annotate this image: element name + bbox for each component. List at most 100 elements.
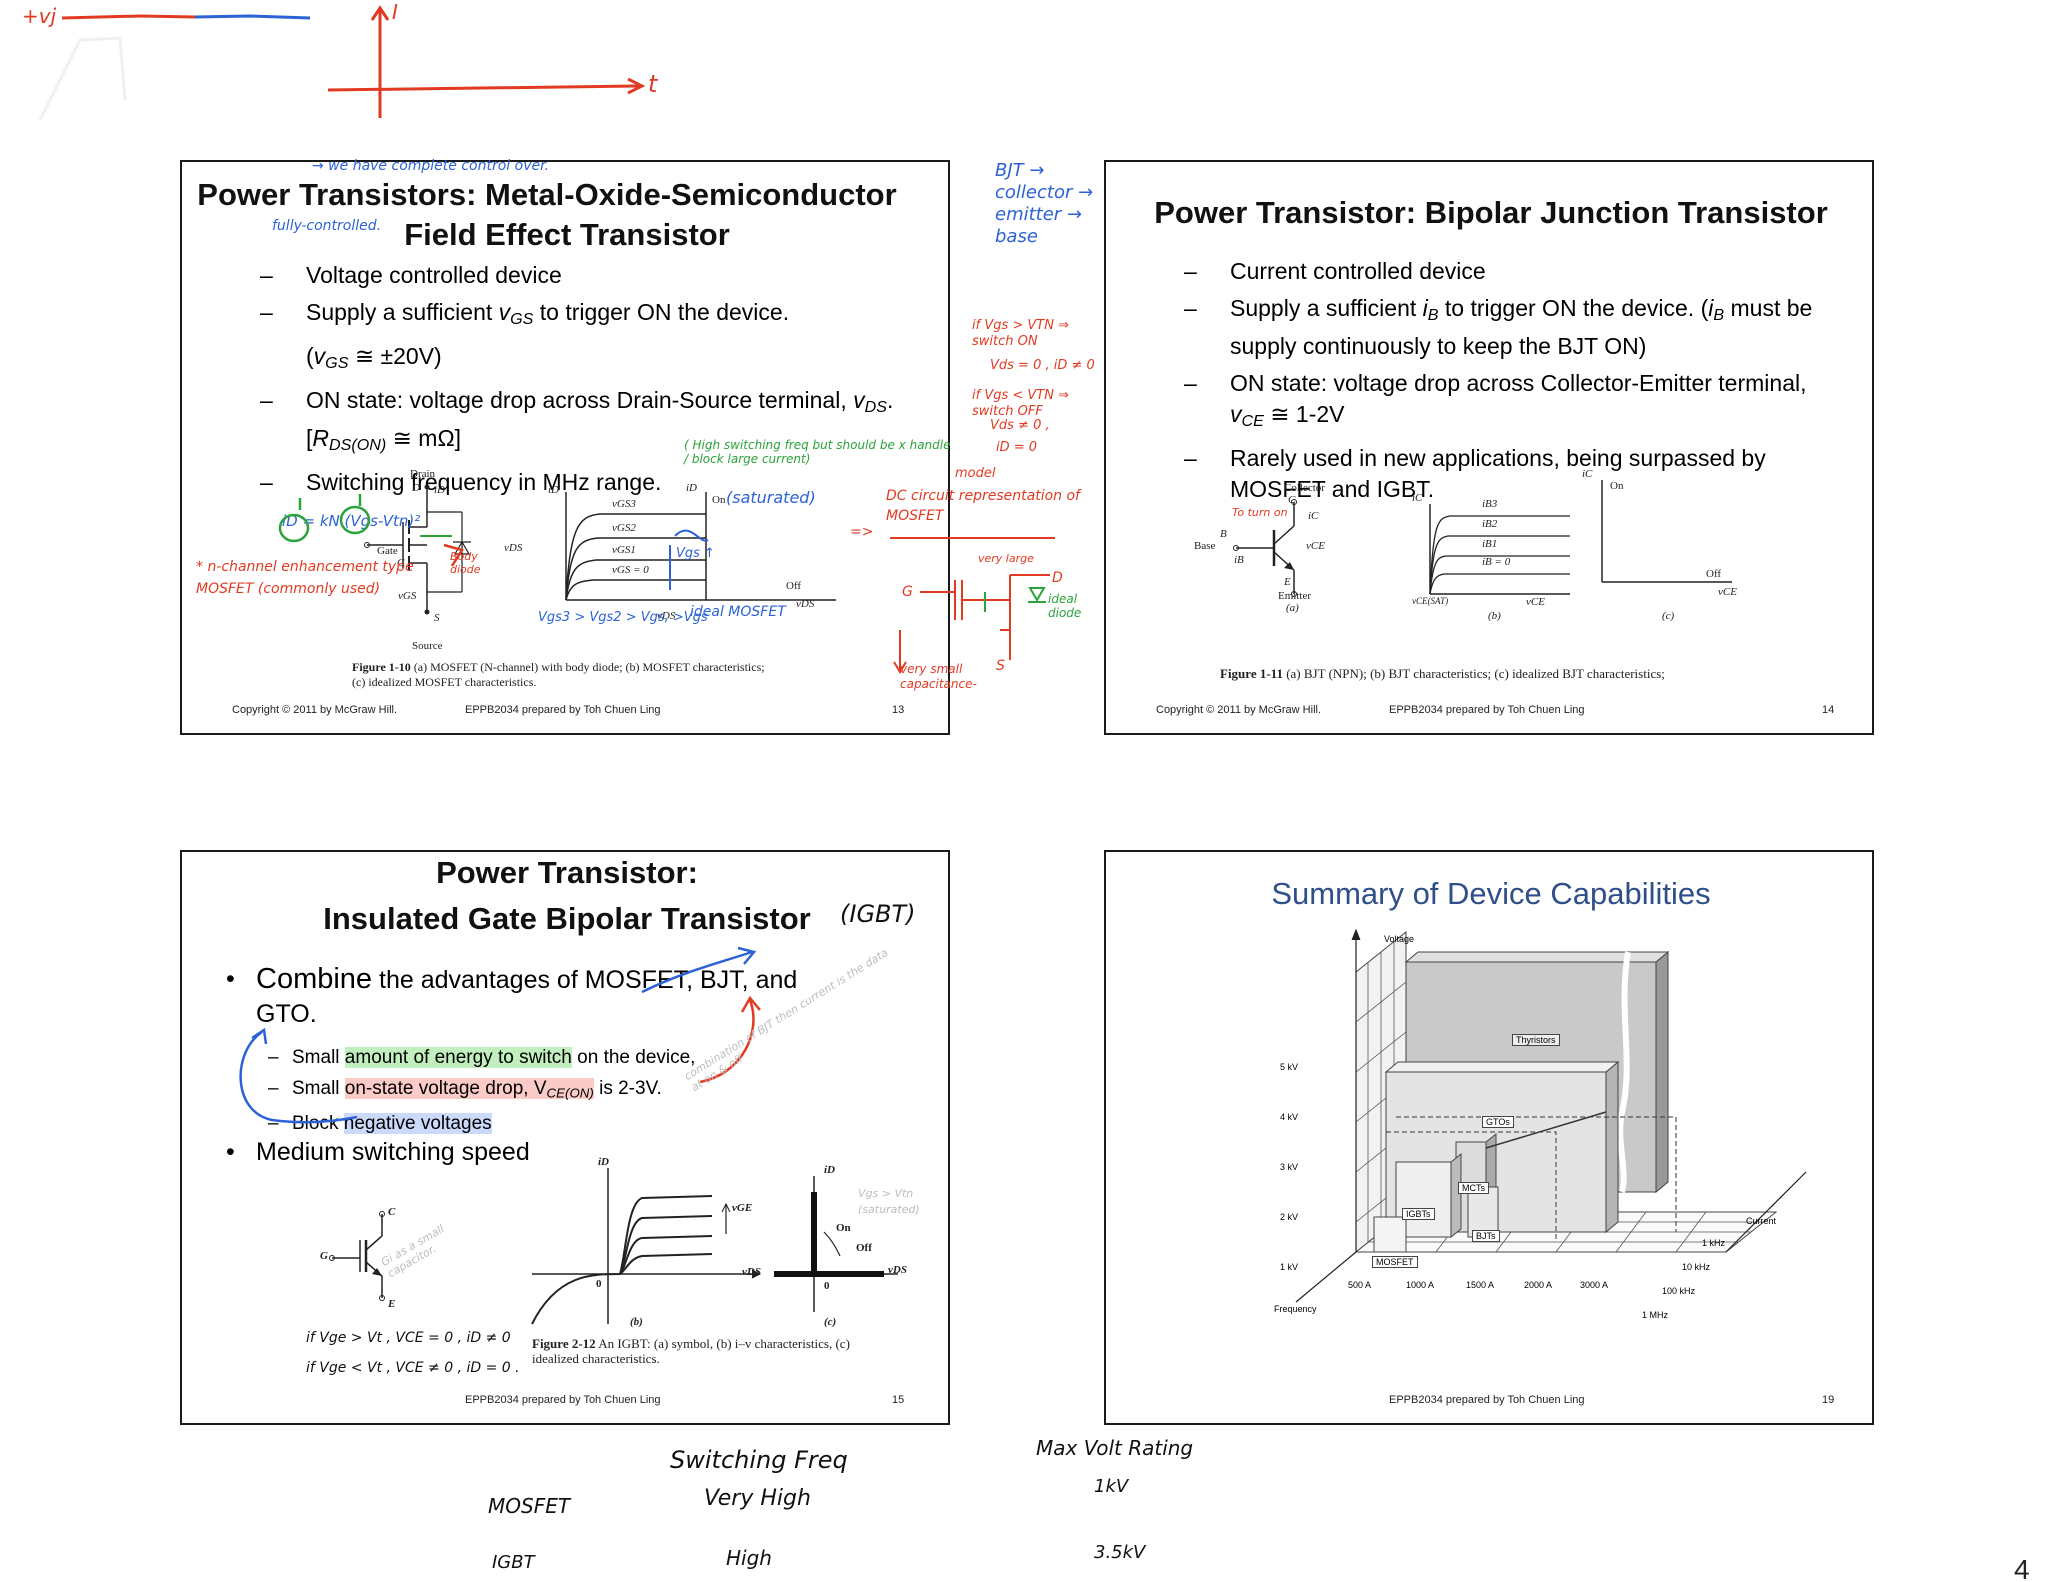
note-vgs-up: Vgs ↑ xyxy=(676,546,715,561)
bullet: –Switching frequency in MHz range. xyxy=(260,469,662,496)
igbt-bullet-combine: • Combine the advantages of MOSFET, BJT,… xyxy=(226,963,798,1028)
slide-19-prepared: EPPB2034 prepared by Toh Chuen Ling xyxy=(1389,1394,1585,1406)
igbt-annotation-arrows xyxy=(239,946,761,1124)
igbt-symbol-figure xyxy=(329,1211,385,1301)
note-high-switching: ( High switching freq but should be x ha… xyxy=(684,438,951,466)
freq-tick: 1 kHz xyxy=(1702,1238,1726,1248)
note-mosfet: MOSFET xyxy=(488,1494,571,1518)
axis-frequency: Frequency xyxy=(1274,1304,1317,1314)
note-very-large: very large xyxy=(978,552,1034,565)
note-igbt-on: if Vge > Vt , VCE = 0 , iD ≠ 0 xyxy=(306,1330,511,1346)
device-label: GTOs xyxy=(1482,1116,1514,1128)
label-c-vds: vDS xyxy=(888,1264,907,1276)
slide-13-bullets: –Voltage controlled device –Supply a suf… xyxy=(260,260,948,498)
label-vgs2: vGS2 xyxy=(612,522,636,534)
bjt-symbol-figure xyxy=(1233,499,1297,597)
label-zero-b: 0 xyxy=(596,1278,602,1290)
sub-bullet: –Block negative voltages xyxy=(268,1113,492,1135)
device-label: IGBTs xyxy=(1402,1208,1435,1220)
device-label: MCTs xyxy=(1458,1182,1489,1194)
igbt-sub-bullets: –Small amount of energy to switch on the… xyxy=(268,1042,828,1139)
label-b-vce: vCE xyxy=(1526,596,1545,608)
note-on-values: Vds = 0 , iD ≠ 0 xyxy=(990,358,1095,373)
label-b-id: iD xyxy=(598,1156,609,1168)
label-b-ic: iC xyxy=(1412,492,1423,504)
label-c-vce: vCE xyxy=(1718,586,1737,598)
axis-voltage: Voltage xyxy=(1384,934,1415,944)
note-complete-control: → we have complete control over. xyxy=(312,158,550,174)
current-tick: 2000 A xyxy=(1524,1280,1553,1290)
note-igbt: (IGBT) xyxy=(840,900,916,928)
bullet: –Voltage controlled device xyxy=(260,262,562,288)
voltage-tick: 5 kV xyxy=(1280,1062,1299,1072)
note-to-turn-on: To turn on xyxy=(1232,506,1288,519)
ideal-mosfet-plot xyxy=(705,492,836,601)
label-ib3: iB3 xyxy=(1482,498,1498,510)
slide-14-page-number: 14 xyxy=(1822,704,1835,716)
slide-19-page-number: 19 xyxy=(1822,1394,1835,1406)
label-base: Base xyxy=(1194,540,1216,552)
label-source: Source xyxy=(412,640,443,652)
note-very-high: Very High xyxy=(704,1486,811,1511)
label-b-vds: vDS xyxy=(657,610,676,622)
igbt-bullet-speed: •Medium switching speed xyxy=(226,1138,530,1166)
slide-13-annotation-marks xyxy=(278,494,709,590)
slide-19-summary: Summary of Device Capabilities xyxy=(1104,850,1874,1425)
label-ib: iB xyxy=(1234,554,1244,566)
slide-13-prepared: EPPB2034 prepared by Toh Chuen Ling xyxy=(465,704,661,716)
top-sketch: +vj I t xyxy=(0,0,700,140)
label-c: C xyxy=(1288,494,1296,506)
slide-14-bullets: –Current controlled device –Supply a suf… xyxy=(1184,256,1864,505)
label-c: C xyxy=(388,1206,396,1218)
note-bjt-terminals: BJT → collector → emitter → base xyxy=(995,160,1094,247)
label-c-id: iD xyxy=(824,1164,835,1176)
device-capability-chart xyxy=(1295,928,1807,1303)
label-c-off: Off xyxy=(856,1242,872,1254)
label-collector: Collector xyxy=(1284,482,1325,494)
slide-15-igbt: Power Transistor: Insulated Gate Bipolar… xyxy=(180,850,950,1425)
note-arrow: => xyxy=(850,524,874,540)
note-dc-representation: DC circuit representation of MOSFET xyxy=(886,488,1080,524)
device-label: Thyristors xyxy=(1512,1034,1560,1046)
note-off-values: Vds ≠ 0 , xyxy=(990,418,1050,433)
note-model: model xyxy=(955,466,996,481)
freq-tick: 1 MHz xyxy=(1642,1310,1669,1320)
label-on: On xyxy=(712,494,726,506)
slide-13-mosfet: Power Transistors: Metal-Oxide-Semicondu… xyxy=(180,160,950,735)
slide-13-title-line2: Field Effect Transistor xyxy=(404,217,730,252)
sub-bullet: –Small on-state voltage drop, VCE(ON) is… xyxy=(268,1078,662,1101)
note-formula: iD = kN (Vgs-Vtn)² xyxy=(282,512,421,530)
slide-13-title-line1: Power Transistors: Metal-Oxide-Semicondu… xyxy=(197,177,897,212)
current-tick: 500 A xyxy=(1348,1280,1372,1290)
label-c-id: iD xyxy=(686,482,697,494)
note-saturated: (saturated) xyxy=(726,488,816,507)
label-ib1: iB1 xyxy=(1482,538,1498,550)
label-bl: (b) xyxy=(1488,610,1501,622)
note-vgs-order: Vgs3 > Vgs2 > Vgs, >Vgs xyxy=(538,610,708,625)
label-vce: vCE xyxy=(1306,540,1325,552)
note-s: S xyxy=(996,658,1005,674)
sub-bullet: –Small amount of energy to switch on the… xyxy=(268,1047,696,1068)
mosfet-characteristics-plot xyxy=(565,492,706,601)
note-1kv: 1kV xyxy=(1094,1476,1129,1497)
note-g: G xyxy=(902,584,913,600)
bullet: –Current controlled device xyxy=(1184,258,1486,284)
mosfet-symbol-figure xyxy=(364,484,471,615)
slide-14-copyright: Copyright © 2011 by McGraw Hill. xyxy=(1156,704,1322,716)
bullet: –ON state: voltage drop across Collector… xyxy=(1184,370,1807,431)
label-vge: vGE xyxy=(732,1202,753,1214)
label-e: E xyxy=(388,1298,396,1310)
label-ib2: iB2 xyxy=(1482,518,1498,530)
label-c-vds: vDS xyxy=(796,598,815,610)
igbt-ideal-plot xyxy=(774,1176,898,1312)
note-vgs-saturated: Vgs > Vtn (saturated) xyxy=(858,1187,920,1216)
freq-tick: 100 kHz xyxy=(1662,1286,1696,1296)
slide-14-bjt: Power Transistor: Bipolar Junction Trans… xyxy=(1104,160,1874,735)
slide-13-caption: Figure 1-10 (a) MOSFET (N-channel) with … xyxy=(352,660,765,689)
voltage-tick: 2 kV xyxy=(1280,1212,1299,1222)
note-ideal-mosfet: ideal MOSFET xyxy=(690,604,786,620)
freq-tick: 10 kHz xyxy=(1682,1262,1711,1272)
label-vgs1: vGS1 xyxy=(612,544,636,556)
bullet: –Rarely used in new applications, being … xyxy=(1184,445,1766,503)
current-tick: 3000 A xyxy=(1580,1280,1609,1290)
